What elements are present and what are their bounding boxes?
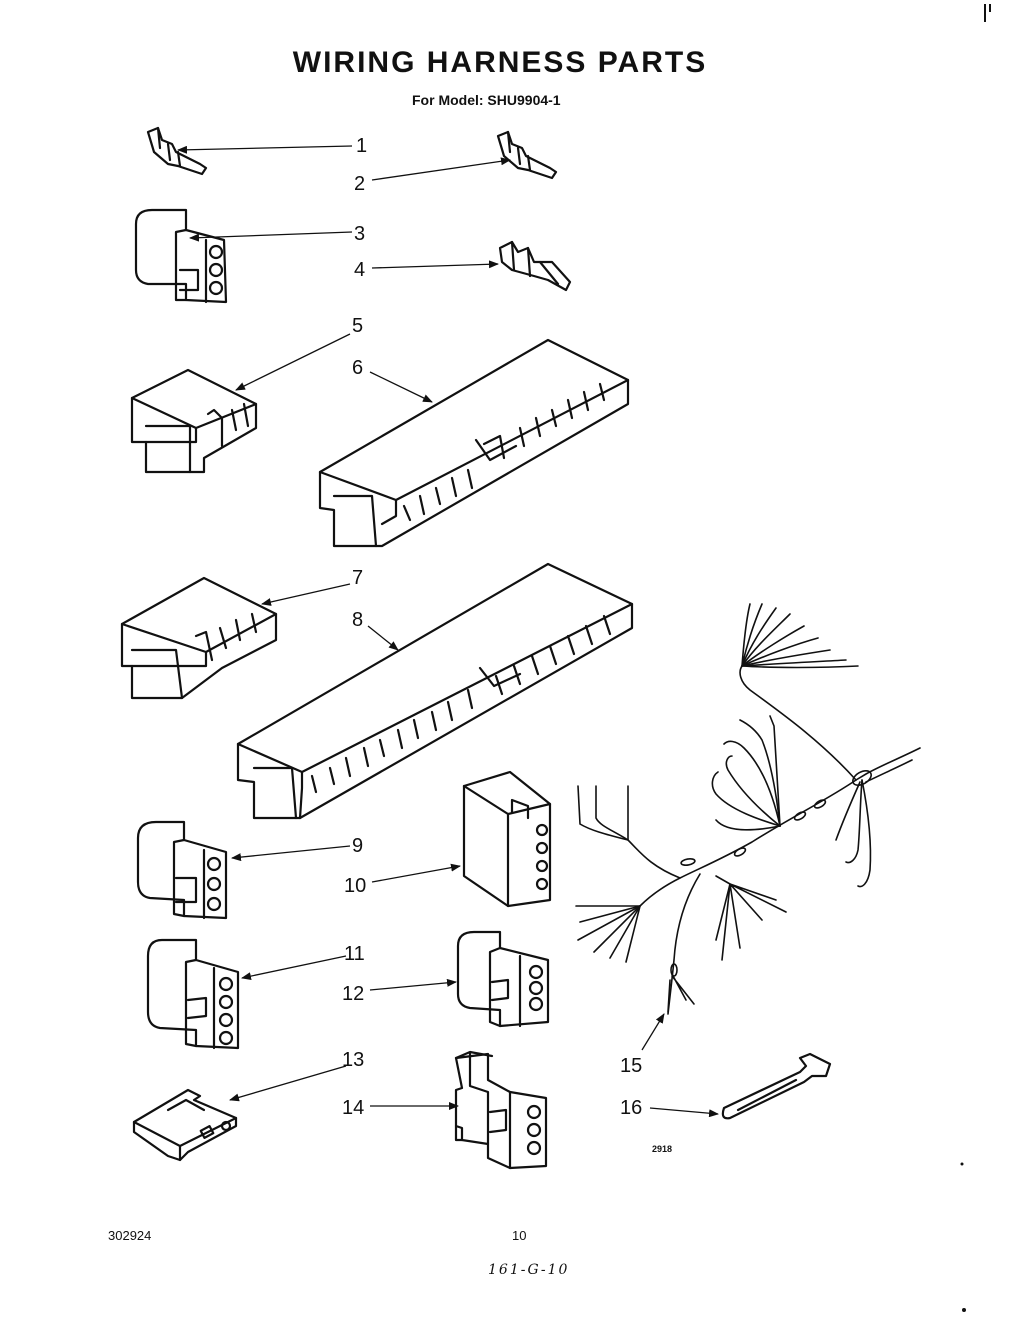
callout-4: 4 (354, 259, 365, 281)
callout-8: 8 (352, 609, 363, 631)
handwritten-note: 161-G-10 (488, 1262, 570, 1278)
part-15-harness (575, 603, 921, 1015)
part-10-connector (462, 770, 552, 908)
leader-lines (177, 145, 719, 1118)
page-title: WIRING HARNESS PARTS (292, 46, 708, 79)
document-number: 302924 (108, 1228, 152, 1243)
callout-3: 3 (354, 223, 365, 245)
part-2-terminal (496, 130, 558, 180)
part-8-strip (236, 562, 634, 820)
callout-2: 2 (354, 173, 365, 195)
callout-5: 5 (352, 315, 363, 337)
part-11-connector (146, 938, 240, 1050)
part-12-connector (456, 930, 550, 1028)
callout-11: 11 (344, 943, 365, 965)
callout-15: 15 (620, 1055, 642, 1077)
callout-12: 12 (342, 983, 364, 1005)
part-16-cable-tie (721, 1052, 832, 1120)
part-1-terminal (146, 126, 208, 176)
callout-13: 13 (342, 1049, 364, 1071)
part-3-connector (134, 208, 228, 304)
model-subtitle: For Model: SHU9904-1 (412, 92, 561, 108)
part-9-connector (136, 820, 228, 920)
callout-16: 16 (620, 1097, 642, 1119)
page-number: 10 (512, 1228, 527, 1243)
part-4-terminal (498, 240, 572, 292)
part-6-strip (318, 338, 630, 548)
part-7-housing (120, 576, 278, 700)
callout-6: 6 (352, 357, 363, 379)
callout-1: 1 (356, 135, 367, 157)
part-13-clip (132, 1088, 238, 1162)
callout-9: 9 (352, 835, 363, 857)
drawing-code: 2918 (652, 1144, 672, 1154)
callout-10: 10 (344, 875, 366, 897)
callout-7: 7 (352, 567, 363, 589)
callout-14: 14 (342, 1097, 364, 1119)
part-5-housing (130, 368, 258, 474)
part-14-connector (454, 1050, 548, 1170)
